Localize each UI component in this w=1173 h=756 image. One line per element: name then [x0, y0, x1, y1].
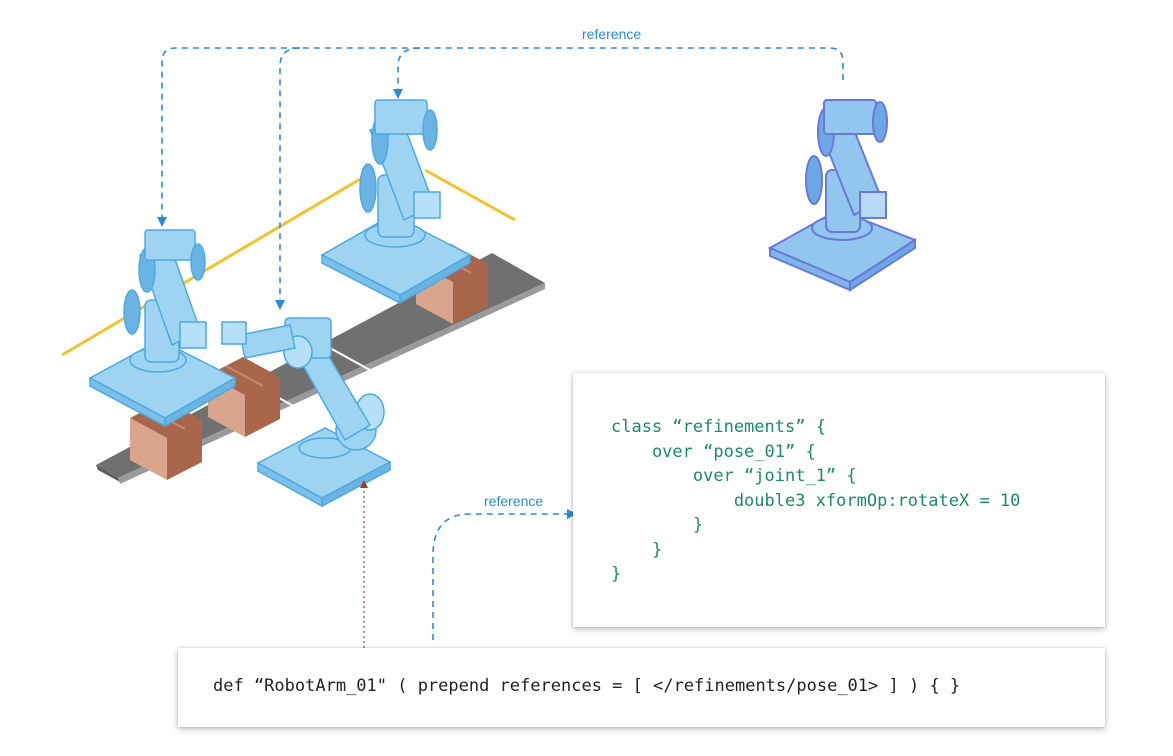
robot-arm-middle: [221, 317, 392, 508]
robot-arm-left: [88, 229, 237, 428]
code-line: }: [611, 539, 663, 560]
mid-reference-label: reference: [484, 493, 544, 509]
reference-arrow-mid: [432, 509, 577, 640]
class-code-block: class “refinements” { over “pose_01” { o…: [611, 415, 1020, 587]
code-line: over “pose_01” {: [611, 441, 816, 462]
top-reference-label: reference: [582, 26, 642, 42]
code-line: class “refinements” {: [611, 417, 826, 437]
cardboard-box-1: [130, 400, 202, 480]
def-code-card: def “RobotArm_01" ( prepend references =…: [178, 648, 1105, 727]
safety-rail-right: [424, 168, 516, 222]
def-code-line: def “RobotArm_01" ( prepend references =…: [213, 676, 961, 696]
robot-arm-back: [320, 99, 472, 305]
code-line: }: [611, 515, 704, 535]
reference-robot-arm: [767, 99, 918, 292]
code-line: double3 xformOp:rotateX = 10: [611, 490, 1021, 511]
class-code-card: class “refinements” { over “pose_01” { o…: [573, 373, 1105, 627]
safety-rail-left: [61, 176, 363, 357]
code-line: over “joint_1” {: [611, 466, 857, 486]
code-line: }: [611, 564, 622, 584]
reference-arrows-top: [157, 47, 844, 310]
